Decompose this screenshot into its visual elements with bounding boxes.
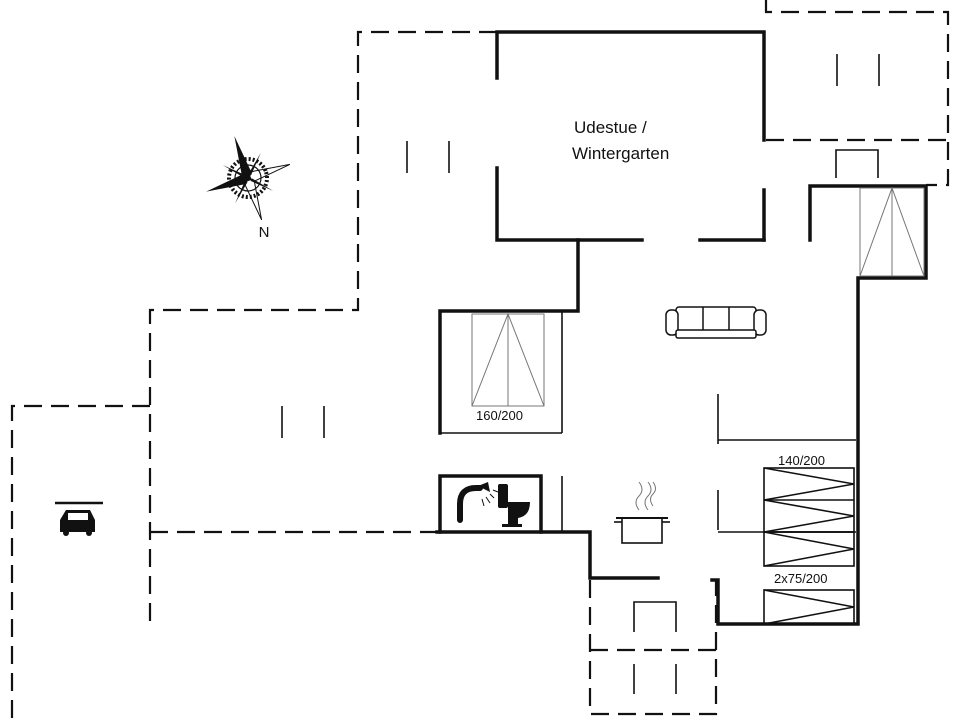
chair-outline bbox=[633, 601, 677, 632]
chair-outline bbox=[835, 149, 879, 178]
terrace-markers bbox=[281, 54, 880, 694]
compass-north-label: N bbox=[259, 224, 270, 241]
sofa-icon bbox=[665, 306, 767, 339]
bed-size-label-bunk: 2x75/200 bbox=[774, 571, 828, 586]
shower-icon bbox=[457, 482, 499, 523]
bed-140 bbox=[763, 467, 855, 533]
terrace-outlines bbox=[10, 0, 950, 720]
bed-double bbox=[471, 312, 545, 407]
cooking-pot-icon bbox=[614, 481, 670, 544]
bed-bunk-upper bbox=[763, 531, 855, 567]
walls bbox=[435, 30, 928, 626]
bed-bunk bbox=[763, 589, 855, 625]
bed-size-label-140: 140/200 bbox=[778, 453, 825, 468]
room-label-winter-garden: Udestue / bbox=[574, 118, 647, 137]
car-icon bbox=[55, 501, 103, 536]
toilet-icon bbox=[498, 484, 530, 527]
compass-rose-icon bbox=[206, 136, 291, 221]
room-label-winter-garden-de: Wintergarten bbox=[572, 144, 669, 163]
bed-size-label-double: 160/200 bbox=[476, 408, 523, 423]
bed-entry bbox=[859, 186, 925, 277]
